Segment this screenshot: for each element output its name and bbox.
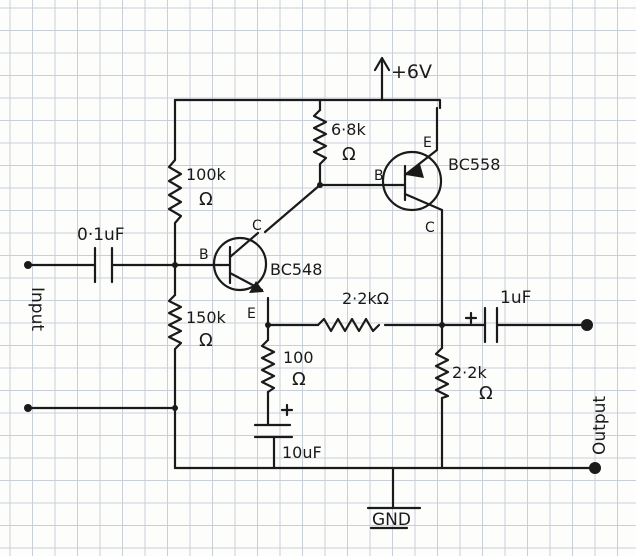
junctions	[24, 182, 445, 412]
resistor-2-2k-load-value: 2·2k	[452, 363, 487, 382]
resistor-2-2k-feedback	[316, 317, 381, 333]
resistor-150k	[167, 293, 183, 352]
transistor-q1-npn	[212, 231, 268, 293]
resistor-100-emitter-unit: Ω	[292, 369, 306, 390]
supply-label: +6V	[391, 61, 432, 83]
ground-label: GND	[372, 510, 411, 530]
transistor-q2-pnp	[381, 106, 444, 212]
resistor-2-2k-load	[434, 346, 450, 400]
resistor-2-2k-load-unit: Ω	[479, 383, 493, 404]
wires	[26, 56, 597, 510]
resistor-6-8k-value: 6·8k	[331, 120, 366, 139]
capacitor-0-1uf-label: 0·1uF	[77, 225, 125, 245]
capacitor-10uf	[253, 403, 294, 439]
capacitor-10uf-label: 10uF	[282, 443, 322, 462]
output-terminal-bottom[interactable]	[589, 462, 601, 474]
resistor-2-2k-feedback-value: 2·2kΩ	[342, 289, 389, 308]
resistor-100-emitter-value: 100	[283, 348, 314, 367]
q2-name: BC558	[448, 155, 500, 174]
input-label: Input	[27, 287, 47, 331]
q2-emitter-label: E	[423, 135, 432, 151]
resistor-100k-unit: Ω	[199, 189, 213, 210]
output-terminal-top[interactable]	[581, 319, 593, 331]
capacitor-1uf-label: 1uF	[500, 288, 531, 308]
resistor-6-8k-unit: Ω	[342, 144, 356, 165]
resistor-100k-value: 100k	[186, 165, 227, 184]
q1-emitter-label: E	[247, 306, 256, 322]
resistor-150k-unit: Ω	[199, 330, 213, 351]
q2-base-label: B	[374, 168, 384, 184]
capacitor-1uf	[464, 306, 499, 344]
resistor-100-emitter	[260, 338, 276, 394]
output-label: Output	[590, 396, 610, 455]
resistor-100k	[167, 158, 183, 232]
resistor-6-8k	[312, 108, 328, 172]
q2-collector-label: C	[425, 220, 435, 236]
resistor-150k-value: 150k	[186, 308, 227, 327]
capacitor-0-1uf	[93, 246, 114, 284]
q1-base-label: B	[199, 247, 209, 263]
q1-name: BC548	[270, 260, 322, 279]
q1-collector-label: C	[252, 218, 262, 234]
